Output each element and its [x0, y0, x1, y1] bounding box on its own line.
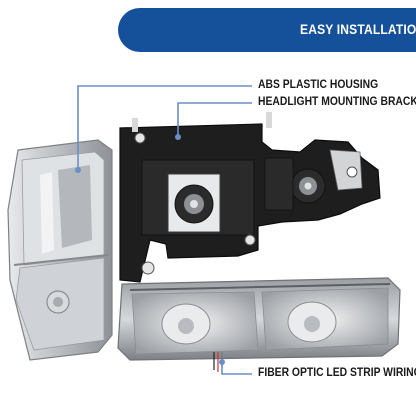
banner-title: EASY INSTALLATION — [300, 21, 416, 37]
bracket-callout-line — [177, 102, 252, 135]
headlight-mounting-bracket — [119, 112, 381, 283]
abs-plastic-housing-label: ABS PLASTIC HOUSING — [258, 79, 379, 91]
callout-lines — [75, 85, 252, 375]
easy-installation-banner — [118, 8, 416, 52]
headlight-housing — [117, 277, 401, 361]
wirings-callout-line — [221, 364, 252, 375]
housing-callout-line — [77, 85, 252, 168]
corner-light — [7, 139, 113, 361]
headlight-mounting-bracket-label: HEADLIGHT MOUNTING BRACKET — [258, 96, 416, 108]
fiber-optic-led-strip-wirings-label: FIBER OPTIC LED STRIP WIRINGS — [258, 367, 416, 379]
